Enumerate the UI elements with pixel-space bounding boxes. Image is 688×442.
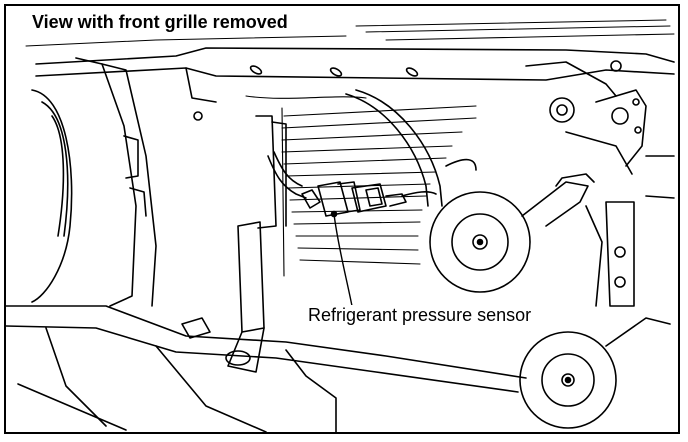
callout-leader-dot (330, 210, 338, 218)
figure-frame: View with front grille removed Refrigera… (4, 4, 680, 434)
engine-bay-illustration (6, 19, 675, 432)
pressure-sensor (301, 181, 437, 217)
refrigerant-pressure-sensor-label: Refrigerant pressure sensor (306, 305, 534, 326)
condenser-fins (245, 95, 477, 277)
refrigerant-pipe (267, 89, 443, 207)
top-hatch-lines (25, 19, 675, 47)
right-bracket (549, 60, 675, 307)
left-headlamp (31, 57, 203, 307)
figure-title: View with front grille removed (30, 12, 292, 33)
callout-leader-line (333, 213, 353, 307)
bumper-reinforcement (6, 305, 527, 432)
left-strut (227, 115, 287, 373)
horn-upper (429, 158, 595, 293)
horn-lower (519, 317, 671, 429)
